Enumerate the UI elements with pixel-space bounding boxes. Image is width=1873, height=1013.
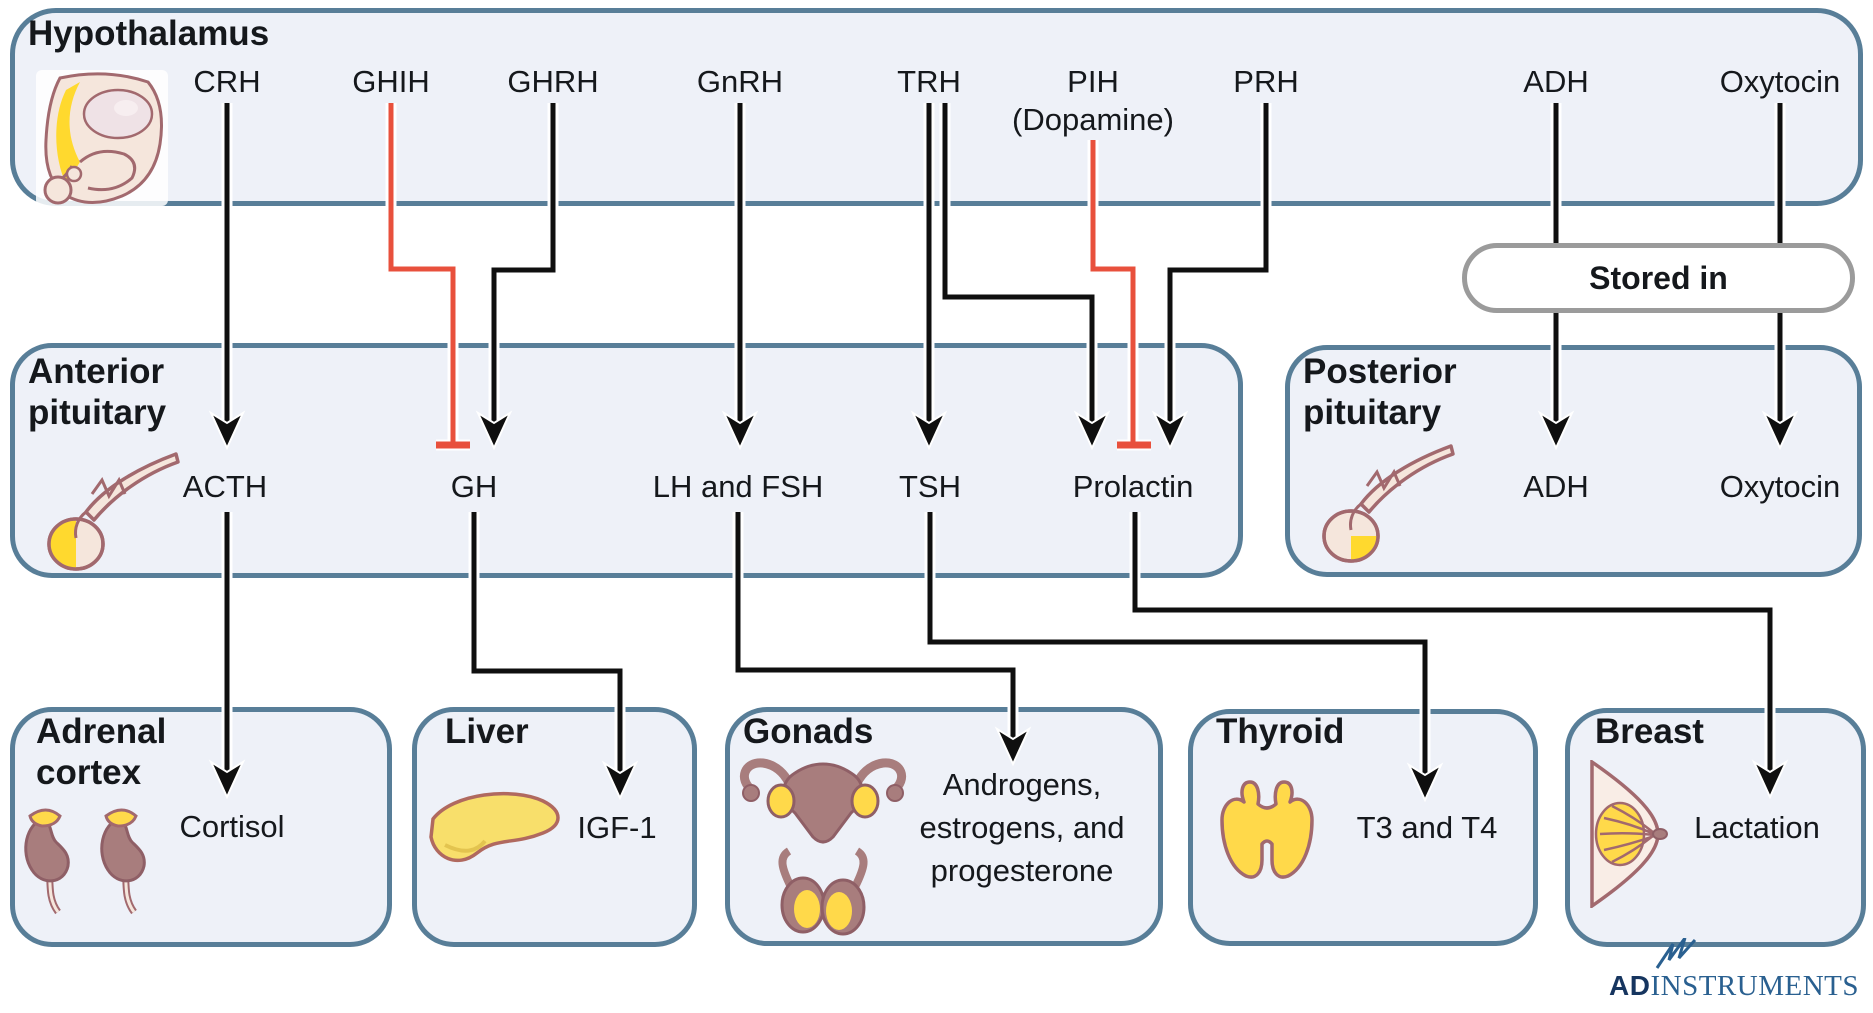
- stored-in-pill: Stored in: [1462, 243, 1855, 313]
- hormone-crh: CRH: [193, 64, 261, 99]
- adinstruments-logo: ADINSTRUMENTS: [1609, 938, 1859, 1003]
- hormone-gh: GH: [450, 469, 498, 504]
- adrenal-glands-icon: [24, 808, 146, 915]
- hormone-oxytocin-top: Oxytocin: [1719, 64, 1841, 99]
- stored-in-label: Stored in: [1589, 259, 1728, 296]
- liver-icon: [429, 791, 560, 863]
- hormone-trh: TRH: [897, 64, 961, 99]
- adrenal-cortex-title: Adrenal cortex: [36, 712, 167, 792]
- stimulation-lines: [224, 103, 1783, 776]
- anterior-pituitary-title: Anterior pituitary: [28, 352, 167, 432]
- product-gonadal-steroids: Androgens, estrogens, and progesterone: [919, 766, 1125, 888]
- product-cortisol: Cortisol: [179, 809, 285, 844]
- hormone-oxytocin-posterior: Oxytocin: [1719, 469, 1841, 504]
- hormone-pih: PIH: [1067, 64, 1119, 99]
- thyroid-icon: [1220, 780, 1314, 879]
- hormone-prh: PRH: [1233, 64, 1299, 99]
- liver-title: Liver: [445, 712, 529, 751]
- gonads-title: Gonads: [743, 712, 874, 751]
- breast-icon: [1590, 760, 1668, 908]
- hormone-acth: ACTH: [182, 469, 268, 504]
- posterior-pituitary-title: Posterior pituitary: [1303, 352, 1457, 432]
- hypothalamus-title: Hypothalamus: [28, 14, 270, 53]
- posterior-pituitary-box: [1285, 345, 1862, 577]
- anterior-pituitary-icon: [47, 452, 180, 571]
- adrenal-cortex-box: [10, 707, 392, 947]
- product-t3-t4: T3 and T4: [1356, 810, 1498, 845]
- inhibition-lines: [388, 103, 1151, 449]
- arrowheads: [208, 410, 1799, 803]
- posterior-pituitary-icon: [1322, 444, 1455, 563]
- hormone-ghih: GHIH: [352, 64, 430, 99]
- hormone-ghrh: GHRH: [507, 64, 599, 99]
- hormone-tsh: TSH: [899, 469, 961, 504]
- logo-ad-text: AD: [1609, 970, 1651, 1001]
- hypothalamus-icon: [36, 70, 168, 206]
- logo-instruments-text: INSTRUMENTS: [1650, 970, 1859, 1002]
- thyroid-title: Thyroid: [1216, 712, 1345, 751]
- anterior-pituitary-box: [10, 343, 1243, 578]
- adinstruments-waveform-icon: [1655, 938, 1697, 969]
- hormone-gnrh: GnRH: [696, 64, 784, 99]
- product-lactation: Lactation: [1694, 810, 1820, 845]
- breast-title: Breast: [1595, 712, 1704, 751]
- gonads-icon: [739, 758, 907, 936]
- hormone-prolactin: Prolactin: [1072, 469, 1194, 504]
- hormone-pih-sub: (Dopamine): [1012, 102, 1174, 137]
- hormone-adh-posterior: ADH: [1523, 469, 1589, 504]
- hormone-adh-top: ADH: [1523, 64, 1589, 99]
- product-igf1: IGF-1: [577, 810, 657, 845]
- hormone-lh-fsh: LH and FSH: [652, 469, 824, 504]
